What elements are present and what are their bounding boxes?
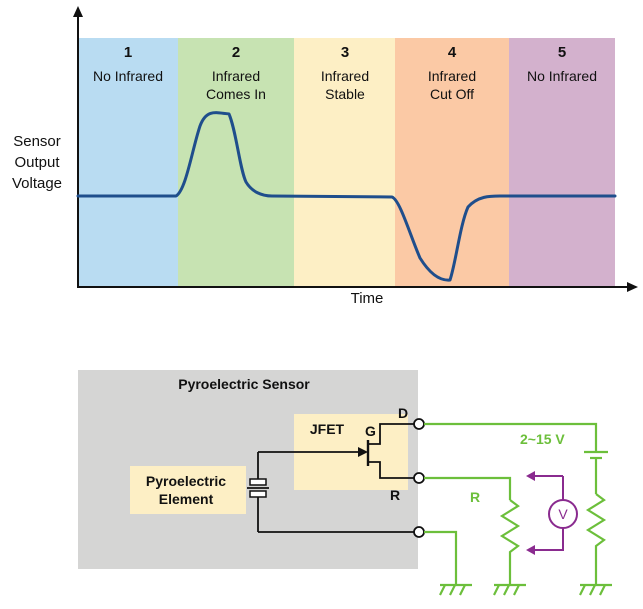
timing-chart: 1 No Infrared 2 Infrared Comes In 3 Infr… <box>12 6 638 307</box>
zone-5-bg <box>509 38 615 286</box>
pyroelectric-element-icon <box>247 452 269 532</box>
zone-1-bg <box>78 38 178 286</box>
voltmeter-label: V <box>558 506 568 522</box>
pin-d-label: D <box>398 405 408 421</box>
element-label-line1: Pyroelectric <box>146 473 226 489</box>
zone-2-label-line2: Comes In <box>206 86 266 102</box>
jfet-symbol-icon <box>366 423 414 479</box>
ground-3-icon <box>579 583 612 596</box>
resistor-r-label: R <box>470 489 480 505</box>
voltmeter-icon <box>526 471 578 555</box>
zone-4-number: 4 <box>448 44 457 61</box>
y-axis-label-line3: Voltage <box>12 175 62 192</box>
supply-wire <box>424 422 598 452</box>
circuit-diagram: Pyroelectric Sensor JFET Pyroelectric El… <box>78 370 612 596</box>
y-axis-label-line2: Output <box>14 154 60 171</box>
zone-4-label-line2: Cut Off <box>430 86 474 102</box>
resistor-r-icon <box>499 499 521 585</box>
zone-2-label-line1: Infrared <box>212 68 260 84</box>
battery-icon <box>584 450 608 494</box>
element-label-line2: Element <box>159 491 214 507</box>
zone-5-label: No Infrared <box>527 68 597 84</box>
pin-g-label: G <box>365 423 376 439</box>
x-axis-label: Time <box>351 290 384 307</box>
zone-3-label-line1: Infrared <box>321 68 369 84</box>
output-wire <box>424 476 512 500</box>
ground-1-icon <box>439 583 472 596</box>
gate-arrow-icon <box>358 447 368 457</box>
zone-3-number: 3 <box>341 44 349 61</box>
voltage-curve <box>76 111 617 282</box>
sensor-title: Pyroelectric Sensor <box>178 376 310 392</box>
ground-wire <box>424 530 458 585</box>
ground-2-icon <box>493 583 526 596</box>
pin-r-label: R <box>390 487 400 503</box>
terminal-d <box>413 418 425 430</box>
y-axis-label-line1: Sensor <box>13 133 61 150</box>
element-box <box>130 466 246 514</box>
terminal-r <box>413 472 425 484</box>
y-axis-arrow-icon <box>73 6 83 17</box>
supply-voltage-label: 2~15 V <box>520 431 565 447</box>
jfet-label: JFET <box>310 421 345 437</box>
zone-1-number: 1 <box>124 44 132 61</box>
zone-3-label-line2: Stable <box>325 86 365 102</box>
zone-4-label-line1: Infrared <box>428 68 476 84</box>
zone-3-bg <box>294 38 395 286</box>
zone-5-number: 5 <box>558 44 566 61</box>
x-axis-arrow-icon <box>627 282 638 292</box>
zone-1-label: No Infrared <box>93 68 163 84</box>
zone-2-number: 2 <box>232 44 240 61</box>
terminal-gnd <box>413 526 425 538</box>
supply-resistor-icon <box>585 493 607 585</box>
zone-2-bg <box>178 38 294 286</box>
